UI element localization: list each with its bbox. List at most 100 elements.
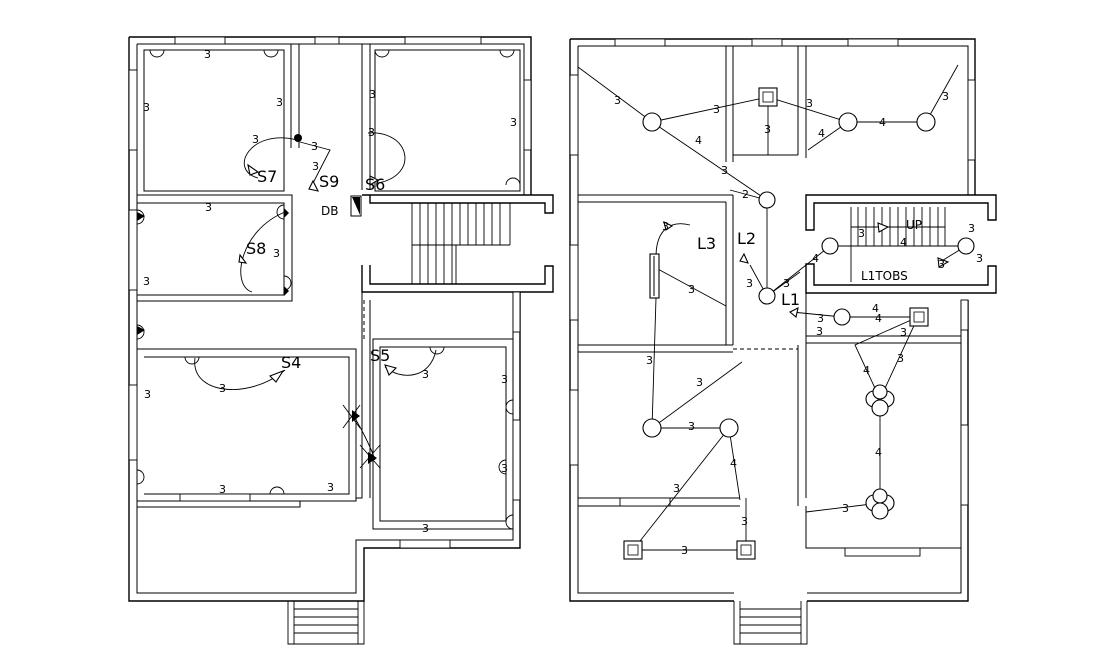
right-windows (569, 38, 976, 557)
distribution-board-label: DB (321, 204, 338, 218)
wire-count: 3 (422, 368, 429, 381)
wire-count: 3 (817, 312, 824, 325)
wire-count: 4 (695, 134, 702, 147)
left-room-middle-left (137, 194, 293, 302)
wire-count: 3 (681, 544, 688, 557)
right-stair-bottom-wall (805, 263, 997, 294)
wire-count: 3 (764, 123, 771, 136)
switch-label-s4: S4 (281, 353, 301, 372)
left-windows (128, 36, 532, 549)
wire-count: 3 (368, 126, 375, 139)
light-point-icon (642, 112, 662, 132)
s4-loop (194, 357, 286, 390)
wire-count: 3 (312, 160, 319, 173)
wire-count: 4 (879, 116, 886, 129)
switch-dot-icon (294, 134, 302, 142)
right-wiring (577, 64, 967, 551)
wire-count: 3 (501, 462, 508, 475)
wire-count: 3 (938, 258, 945, 271)
left-walls-top-middle (290, 44, 371, 190)
left-entrance-steps (287, 601, 365, 645)
light-point-icon (719, 418, 739, 438)
s9-loop (299, 141, 331, 186)
left-room-bottom-right (356, 292, 514, 530)
light-point-icon (838, 112, 858, 132)
right-entrance-steps (733, 601, 808, 645)
stair-note-label: L1TOBS (861, 269, 908, 283)
stair-up-label: UP (906, 218, 922, 232)
wire-count: 3 (204, 48, 211, 61)
wire-count: 3 (501, 373, 508, 386)
wire-count: 3 (276, 96, 283, 109)
fan-box-icon (736, 540, 756, 560)
light-point-icon (642, 418, 662, 438)
wire-count: 3 (143, 275, 150, 288)
wire-count: 4 (818, 127, 825, 140)
left-stair-top-wall (362, 194, 554, 214)
fan-box-icon (623, 540, 643, 560)
wire-count: 3 (968, 222, 975, 235)
switch-label-s6: S6 (365, 175, 385, 194)
wire-count: 3 (662, 220, 669, 233)
wire-count: 3 (143, 101, 150, 114)
socket-icon (368, 452, 377, 464)
switch-label-s5: S5 (370, 346, 390, 365)
s-right-loop (351, 413, 376, 461)
wire-count: 3 (858, 227, 865, 240)
right-middle-partition (578, 194, 734, 345)
left-inner-wall-perimeter (136, 43, 525, 594)
wire-count: 3 (721, 164, 728, 177)
left-stair-bottom-wall (361, 265, 554, 293)
light-point-icon (916, 112, 936, 132)
wire-count: 4 (812, 252, 819, 265)
wire-count: 3 (205, 201, 212, 214)
wire-count: 3 (144, 388, 151, 401)
s6-loop (367, 132, 406, 184)
left-verandah-wall (137, 500, 301, 508)
wire-count: 3 (219, 483, 226, 496)
wire-count: 3 (688, 283, 695, 296)
switch-label-s9: S9 (319, 172, 339, 191)
wire-count: 3 (746, 277, 753, 290)
wire-count: 3 (311, 140, 318, 153)
left-room-bottom-left (137, 348, 357, 502)
wire-count: 4 (875, 312, 882, 325)
right-floor-plan: L3 L2 L1 UP L1TOBS 3 3 3 4 3 3 4 4 3 2 3… (569, 38, 997, 645)
light-label-l2: L2 (737, 229, 756, 248)
wire-count: 4 (900, 236, 907, 249)
wire-count: 3 (646, 354, 653, 367)
light-point-icon (758, 191, 776, 209)
wire-count: 3 (976, 252, 983, 265)
wire-count: 3 (422, 522, 429, 535)
wire-count: 3 (696, 376, 703, 389)
wire-count: 3 (900, 326, 907, 339)
light-point-icon (758, 287, 776, 305)
wire-count: 3 (219, 382, 226, 395)
wire-count: 2 (742, 188, 749, 201)
wire-count: 3 (688, 420, 695, 433)
left-room-top-right (374, 49, 521, 192)
wire-count: 3 (942, 90, 949, 103)
wire-count: 4 (872, 302, 879, 315)
left-outer-wall-perimeter (128, 37, 521, 602)
wire-count: 3 (369, 88, 376, 101)
left-room-top-left (143, 49, 285, 192)
wire-count: 3 (673, 482, 680, 495)
right-top-partitions (725, 46, 807, 162)
wire-count: 3 (327, 481, 334, 494)
left-dashed-openings (300, 300, 365, 350)
wire-count: 3 (897, 352, 904, 365)
switch-label-s7: S7 (257, 167, 277, 186)
wire-count: 3 (614, 94, 621, 107)
right-stair-top-wall (805, 194, 997, 231)
wire-count: 3 (806, 97, 813, 110)
wire-count: 3 (741, 515, 748, 528)
light-point-icon (821, 237, 839, 255)
wire-count: 4 (875, 446, 882, 459)
light-point-icon (833, 308, 851, 326)
light-label-l1: L1 (781, 290, 800, 309)
left-wire-count-labels: 3 3 3 3 3 3 3 3 3 3 3 3 3 3 3 3 3 3 3 3 (143, 48, 517, 535)
fan-box-icon (758, 87, 778, 107)
wire-count: 3 (252, 133, 259, 146)
